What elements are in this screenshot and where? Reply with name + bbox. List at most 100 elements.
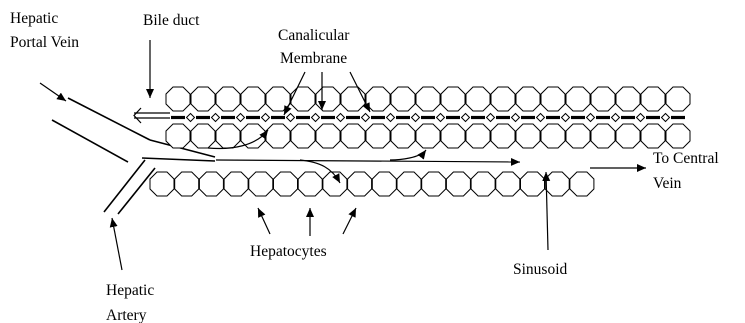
hepatocyte	[541, 87, 565, 111]
bile-canaliculi	[171, 114, 685, 122]
hepatic-artery-label-line2: Artery	[106, 307, 147, 323]
hepatocyte	[566, 87, 590, 111]
hepatocyte	[591, 87, 615, 111]
hepatocyte	[298, 172, 322, 196]
hepatocyte	[541, 124, 565, 148]
hepatocyte	[566, 124, 590, 148]
hepatocyte	[491, 87, 515, 111]
canaliculus	[187, 114, 195, 122]
portal-vein-lower-wall	[52, 120, 128, 162]
hepatocyte	[241, 87, 265, 111]
hepatocyte	[216, 87, 240, 111]
hepatocyte	[216, 124, 240, 148]
canaliculus	[412, 114, 420, 122]
to-central-vein-label-line2: Vein	[653, 175, 682, 192]
hepatocyte	[416, 87, 440, 111]
hepatocyte	[496, 172, 520, 196]
canaliculus	[437, 114, 445, 122]
hepatic-artery-right-wall	[118, 168, 155, 214]
hepatocyte	[249, 172, 273, 196]
hepatocyte	[416, 124, 440, 148]
hepatocyte	[191, 124, 215, 148]
hepatocyte	[441, 87, 465, 111]
hepatocyte	[516, 124, 540, 148]
canaliculus	[662, 114, 670, 122]
hepatocyte	[616, 87, 640, 111]
bile-duct-label: Bile duct	[143, 12, 200, 29]
canaliculus	[262, 114, 270, 122]
hepatocyte	[545, 172, 569, 196]
hepatocyte	[372, 172, 396, 196]
hepatocyte	[241, 124, 265, 148]
hepatocyte	[391, 124, 415, 148]
sinusoid-label: Sinusoid	[513, 261, 568, 278]
canaliculus	[337, 114, 345, 122]
canaliculus	[237, 114, 245, 122]
hepatocyte	[441, 124, 465, 148]
hepatocyte-row-upper-1	[166, 87, 690, 111]
hepatocyte	[291, 124, 315, 148]
canaliculus	[387, 114, 395, 122]
hepatic-portal-vein-label-line2: Portal Vein	[10, 34, 79, 51]
canaliculus	[212, 114, 220, 122]
hepatocyte	[446, 172, 470, 196]
hepatic-artery-label-line1: Hepatic	[106, 282, 154, 299]
hepatocyte	[570, 172, 594, 196]
hepatocyte	[274, 172, 298, 196]
hepatocyte	[491, 124, 515, 148]
hepatocyte	[521, 172, 545, 196]
canaliculus	[312, 114, 320, 122]
hepatocyte	[391, 87, 415, 111]
hepatocyte	[191, 87, 215, 111]
hepatocyte	[471, 172, 495, 196]
canaliculus	[562, 114, 570, 122]
hepatocyte	[366, 124, 390, 148]
hepatocyte	[591, 124, 615, 148]
canaliculus	[362, 114, 370, 122]
hepatocyte	[341, 87, 365, 111]
hepatocyte-row-upper-2	[166, 124, 690, 148]
hepatocytes-label: Hepatocytes	[250, 243, 327, 260]
hepatocyte	[150, 172, 174, 196]
hepatocyte	[348, 172, 372, 196]
hepatocyte	[666, 124, 690, 148]
canaliculus	[487, 114, 495, 122]
hepatocyte	[266, 87, 290, 111]
hepatocyte	[466, 124, 490, 148]
hepatic-portal-vein-label-line1: Hepatic	[10, 10, 58, 27]
canalicular-membrane-label-line2: Membrane	[280, 50, 347, 67]
hepatocyte	[266, 124, 290, 148]
canalicular-membrane-label-line1: Canalicular	[278, 27, 350, 44]
canaliculus	[537, 114, 545, 122]
hepatocyte	[641, 87, 665, 111]
bile-duct-arrow	[134, 108, 170, 123]
hepatocyte	[422, 172, 446, 196]
hepatocyte	[666, 87, 690, 111]
hepatocyte	[199, 172, 223, 196]
hepatocyte	[366, 87, 390, 111]
canaliculus	[462, 114, 470, 122]
hepatocyte	[316, 124, 340, 148]
hepatocyte	[224, 172, 248, 196]
canaliculus	[612, 114, 620, 122]
hepatocyte	[175, 172, 199, 196]
hepatocyte	[466, 87, 490, 111]
hepatocyte	[397, 172, 421, 196]
canaliculus	[637, 114, 645, 122]
hepatocyte	[166, 124, 190, 148]
portal-vein-channel-lower	[142, 158, 215, 161]
hepatocyte	[291, 87, 315, 111]
hepatocyte-row-lower	[150, 172, 594, 196]
hepatocyte	[316, 87, 340, 111]
hepatocyte	[166, 87, 190, 111]
canaliculus	[587, 114, 595, 122]
hepatocyte	[641, 124, 665, 148]
to-central-vein-label-line1: To Central	[653, 150, 719, 167]
hepatocyte	[516, 87, 540, 111]
hepatocyte	[341, 124, 365, 148]
canaliculus	[512, 114, 520, 122]
canaliculus	[287, 114, 295, 122]
hepatocyte	[616, 124, 640, 148]
hepatic-artery-left-wall	[104, 160, 145, 212]
